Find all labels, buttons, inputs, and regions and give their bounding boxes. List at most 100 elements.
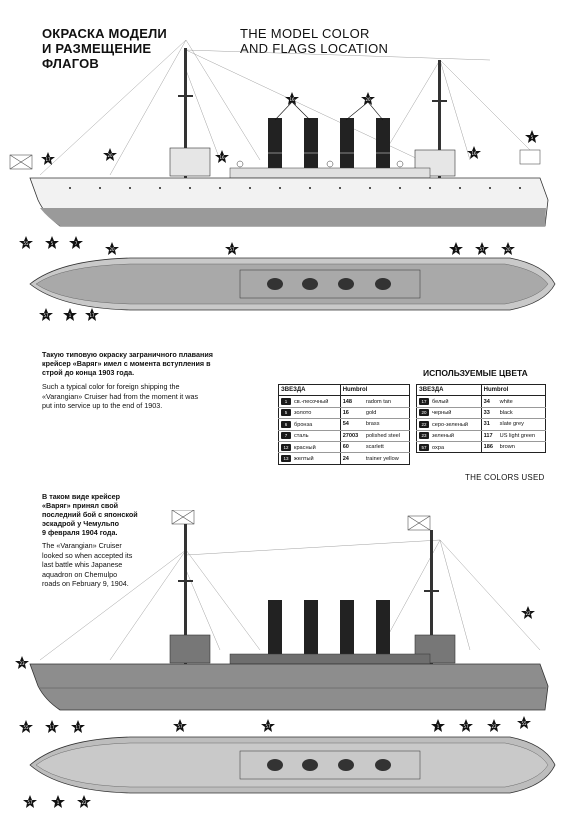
callout-star: 16 xyxy=(285,92,299,105)
svg-text:55: 55 xyxy=(521,721,527,726)
callout-star: 20 xyxy=(103,148,117,161)
svg-text:17: 17 xyxy=(89,313,95,318)
svg-text:16: 16 xyxy=(289,97,295,102)
callout-star: 57 xyxy=(173,719,187,732)
title-english: THE MODEL COLOR AND FLAGS LOCATION xyxy=(240,26,388,56)
side-view-scheme2: 22 23 55 17 17 55 xyxy=(15,510,549,733)
callout-star: 57 xyxy=(23,795,37,808)
callout-star: 23 xyxy=(15,656,29,669)
callout-star: 17 xyxy=(45,720,59,733)
svg-text:1: 1 xyxy=(437,724,440,729)
svg-text:1: 1 xyxy=(455,247,458,252)
svg-text:17: 17 xyxy=(75,725,81,730)
callout-star: 1 xyxy=(51,795,65,808)
callout-star: 55 xyxy=(19,236,33,249)
callout-star: 17 xyxy=(41,152,55,165)
scheme2-en-line1: The «Varangian» Cruiser xyxy=(42,541,122,550)
callout-star: 20 xyxy=(361,92,375,105)
title-en-line2: AND FLAGS LOCATION xyxy=(240,41,389,56)
svg-text:55: 55 xyxy=(23,241,29,246)
title-en-line1: THE MODEL COLOR xyxy=(240,26,370,41)
callout-star: 55 xyxy=(517,716,531,729)
scheme2-en-line4: aquadron on Chemulpo xyxy=(42,569,118,579)
svg-text:23: 23 xyxy=(19,661,25,666)
svg-text:16: 16 xyxy=(219,155,225,160)
svg-text:1: 1 xyxy=(57,800,60,805)
callout-star: 20 xyxy=(105,242,119,255)
svg-text:57: 57 xyxy=(43,313,49,318)
callout-star: 1 xyxy=(449,242,463,255)
callout-star: 57 xyxy=(225,242,239,255)
scheme2-caption: В таком виде крейсер «Варяг» принял свой… xyxy=(42,492,162,589)
svg-text:57: 57 xyxy=(229,247,235,252)
svg-text:20: 20 xyxy=(365,97,371,102)
svg-text:5: 5 xyxy=(531,135,534,140)
scheme2-en-line3: last battle whis Japanese xyxy=(42,560,123,569)
svg-text:5: 5 xyxy=(51,241,54,246)
callout-star: 55 xyxy=(19,720,33,733)
side-view-scheme1: 17 20 16 16 20 16 5 55 5 7 xyxy=(9,40,549,249)
callout-star: 57 xyxy=(261,719,275,732)
callout-star: 7 xyxy=(69,236,83,249)
callout-star: 16 xyxy=(215,150,229,163)
top-view-scheme2: 57 57 1 57 22 57 1 22 xyxy=(23,719,556,808)
scheme2-ru-line5: 9 февраля 1904 года. xyxy=(42,528,118,537)
scheme2-en-line5: roads on February 9, 1904. xyxy=(42,579,129,588)
svg-text:17: 17 xyxy=(49,725,55,730)
callout-star: 1 xyxy=(431,719,445,732)
svg-text:57: 57 xyxy=(27,800,33,805)
callout-star: 20 xyxy=(501,242,515,255)
scheme2-ru-line4: эскадрой у Чемульпо xyxy=(42,519,120,528)
svg-text:57: 57 xyxy=(177,724,183,729)
header-brand: Humbrol xyxy=(480,384,546,397)
svg-text:22: 22 xyxy=(81,800,87,805)
scheme2-en-line2: looked so when accepted its xyxy=(42,550,133,560)
svg-text:22: 22 xyxy=(525,611,531,616)
title-ru-line1: ОКРАСКА МОДЕЛИ xyxy=(42,26,167,41)
callout-star: 17 xyxy=(71,720,85,733)
svg-text:57: 57 xyxy=(265,724,271,729)
callout-star: 5 xyxy=(525,130,539,143)
scheme2-ru-line1: В таком виде крейсер xyxy=(42,492,120,501)
scheme1-en-line1: Such a typical color for foreign shippin… xyxy=(42,382,180,391)
callout-star: 5 xyxy=(45,236,59,249)
svg-text:20: 20 xyxy=(505,247,511,252)
callout-star: 1 xyxy=(63,308,77,321)
top-view-scheme1: 20 57 1 57 20 57 1 17 xyxy=(29,242,556,321)
svg-text:17: 17 xyxy=(45,157,51,162)
header-star: ЗВЕЗДА xyxy=(416,384,482,397)
svg-text:57: 57 xyxy=(479,247,485,252)
title-russian: ОКРАСКА МОДЕЛИ И РАЗМЕЩЕНИЕ ФЛАГОВ xyxy=(42,26,167,71)
callout-star: 57 xyxy=(459,719,473,732)
colors-heading: ИСПОЛЬЗУЕМЫЕ ЦВЕТА xyxy=(423,368,528,378)
scheme1-ru-line1: Такую типовую окраску заграничного плава… xyxy=(42,350,213,359)
scheme2-ru-line2: «Варяг» принял свой xyxy=(42,501,119,510)
svg-text:57: 57 xyxy=(463,724,469,729)
svg-text:20: 20 xyxy=(109,247,115,252)
title-ru-line2: И РАЗМЕЩЕНИЕ xyxy=(42,41,152,56)
scheme2-ru-line3: последний бой с японской xyxy=(42,510,138,519)
callout-star: 57 xyxy=(39,308,53,321)
scheme1-en-line3: put into service up to the end of 1903. xyxy=(42,401,163,410)
title-ru-line3: ФЛАГОВ xyxy=(42,56,100,71)
callout-star: 22 xyxy=(487,719,501,732)
callout-star: 22 xyxy=(521,606,535,619)
scheme1-en-line2: «Varangian» Cruiser had from the moment … xyxy=(42,391,199,401)
callout-star: 57 xyxy=(475,242,489,255)
callout-star: 16 xyxy=(467,146,481,159)
svg-text:22: 22 xyxy=(491,724,497,729)
callout-star: 17 xyxy=(85,308,99,321)
scheme1-ru-line3: строй до конца 1903 года. xyxy=(42,368,135,377)
